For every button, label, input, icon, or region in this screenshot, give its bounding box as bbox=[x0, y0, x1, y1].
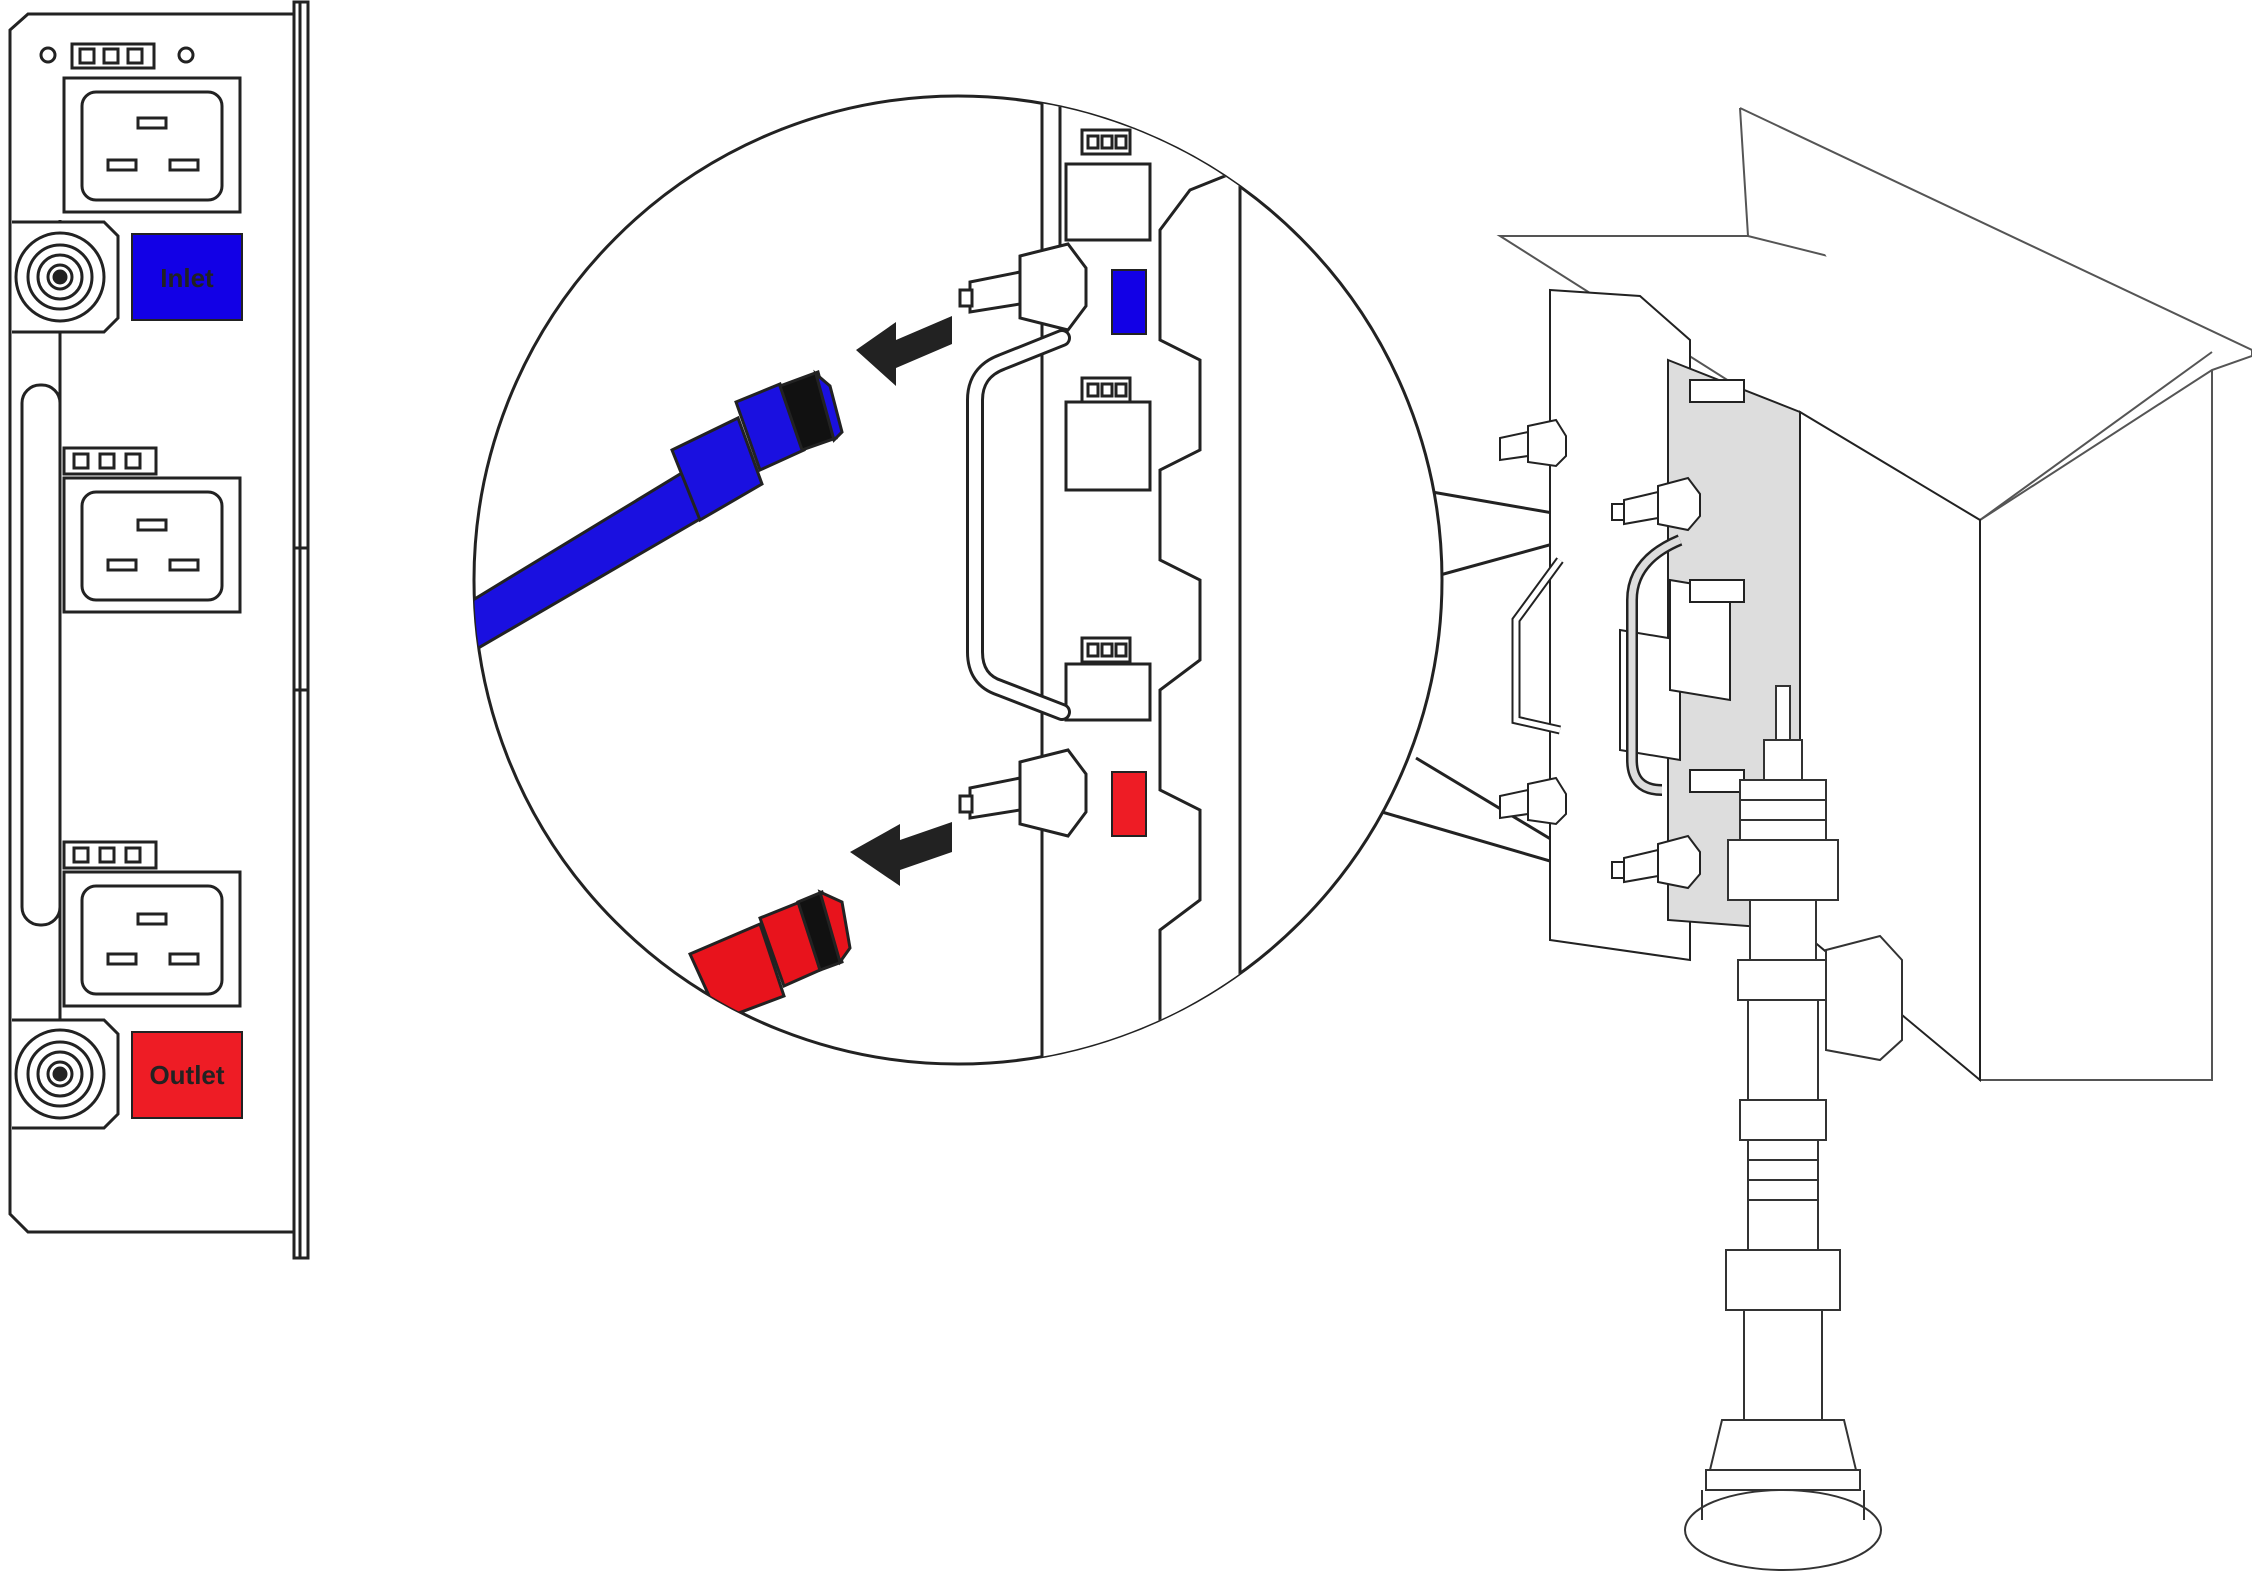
quick-connector-icon bbox=[1611, 476, 1701, 532]
quick-connector-icon bbox=[958, 242, 1088, 332]
power-socket-icon bbox=[62, 870, 242, 1008]
red-hose bbox=[688, 889, 852, 1022]
rack-enclosure bbox=[1496, 107, 2252, 1081]
quick-connector-icon bbox=[1499, 776, 1567, 826]
quick-connector-icon bbox=[1611, 834, 1701, 890]
blue-hose bbox=[474, 369, 844, 656]
inlet-label: Inlet bbox=[160, 263, 214, 293]
power-socket-icon bbox=[62, 76, 242, 214]
arrow-left-icon bbox=[850, 822, 952, 886]
indicator-row-1 bbox=[39, 42, 195, 70]
outlet-color-tag bbox=[131, 1031, 243, 1119]
magnified-view bbox=[472, 94, 1444, 1066]
arrow-left-icon bbox=[856, 316, 952, 386]
indicator-row-3 bbox=[62, 840, 158, 870]
inlet-color-tag bbox=[131, 233, 243, 321]
indicator-row-2 bbox=[62, 446, 158, 476]
outlet-connector bbox=[12, 1018, 120, 1130]
magnified-content bbox=[474, 98, 1242, 1064]
power-socket-icon bbox=[62, 476, 242, 614]
outlet-label: Outlet bbox=[149, 1060, 224, 1090]
drain-fitting bbox=[1684, 685, 1903, 1571]
quick-connector-icon bbox=[1499, 418, 1567, 468]
quick-connector-icon bbox=[958, 748, 1088, 838]
mounting-bracket bbox=[1158, 167, 1242, 1064]
inlet-connector bbox=[12, 220, 120, 334]
outlet-color-tag-zoom bbox=[1111, 771, 1147, 837]
inlet-color-tag-zoom bbox=[1111, 269, 1147, 335]
